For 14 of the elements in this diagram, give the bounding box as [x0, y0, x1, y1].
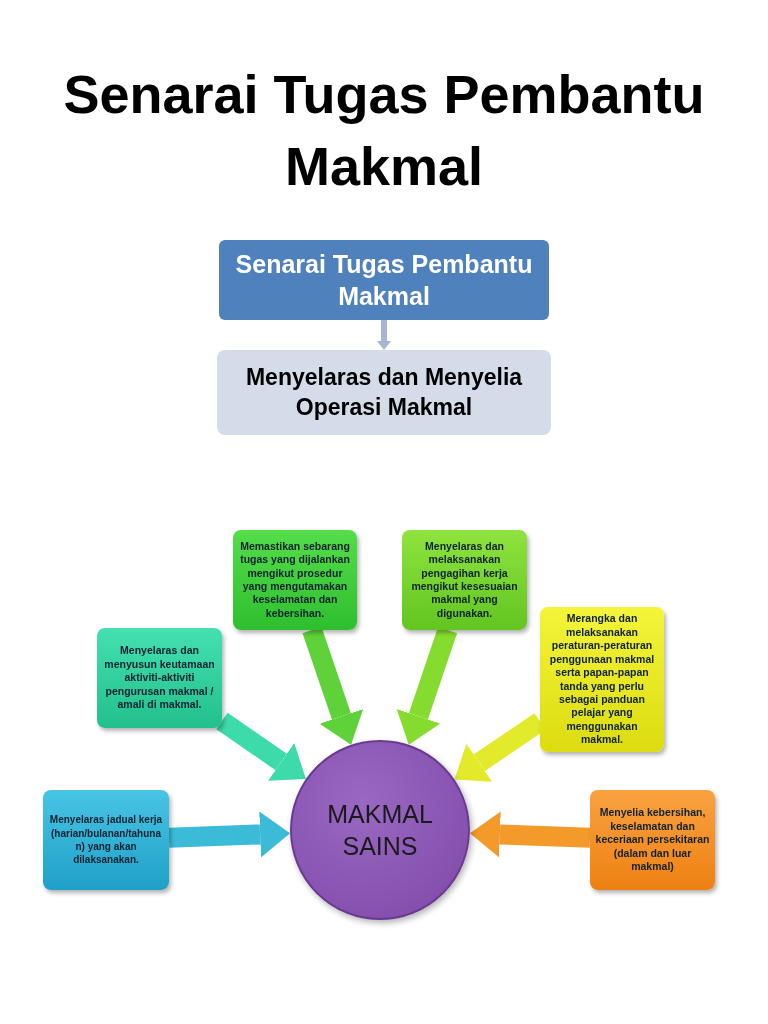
- task-box: Memastikan sebarang tugas yang dijalankan mengikut prosedur yang mengutamakan keselamatan dan kebersihan.: [233, 530, 357, 630]
- subtitle-box: Menyelaras dan Menyelia Operasi Makmal: [217, 350, 551, 435]
- arrow: [469, 811, 591, 858]
- task-box: Menyelaras jadual kerja (harian/bulanan/tahunan) yang akan dilaksanakan.: [43, 790, 169, 890]
- arrow: [216, 712, 306, 781]
- task-box: Menyelaras dan menyusun keutamaan aktiviti-aktiviti pengurusan makmal / amali di makmal.: [97, 628, 222, 728]
- task-box: Menyelaras dan melaksanakan pengagihan kerja mengikut kesesuaian makmal yang digunakan.: [402, 530, 527, 630]
- arrow: [377, 320, 391, 350]
- task-box: Menyelia kebersihan, keselamatan dan keceriaan persekitaran (dalam dan luar makmal): [590, 790, 715, 890]
- center-circle: MAKMAL SAINS: [290, 740, 470, 920]
- title-box: Senarai Tugas Pembantu Makmal: [219, 240, 549, 320]
- task-box: Merangka dan melaksanakan peraturan-peraturan penggunaan makmal serta papan-papan tanda yang perlu sebagai panduan pelajar yang menggunakan makmal.: [540, 607, 664, 752]
- page-title: Senarai Tugas Pembantu Makmal: [62, 63, 706, 198]
- arrow: [168, 811, 291, 858]
